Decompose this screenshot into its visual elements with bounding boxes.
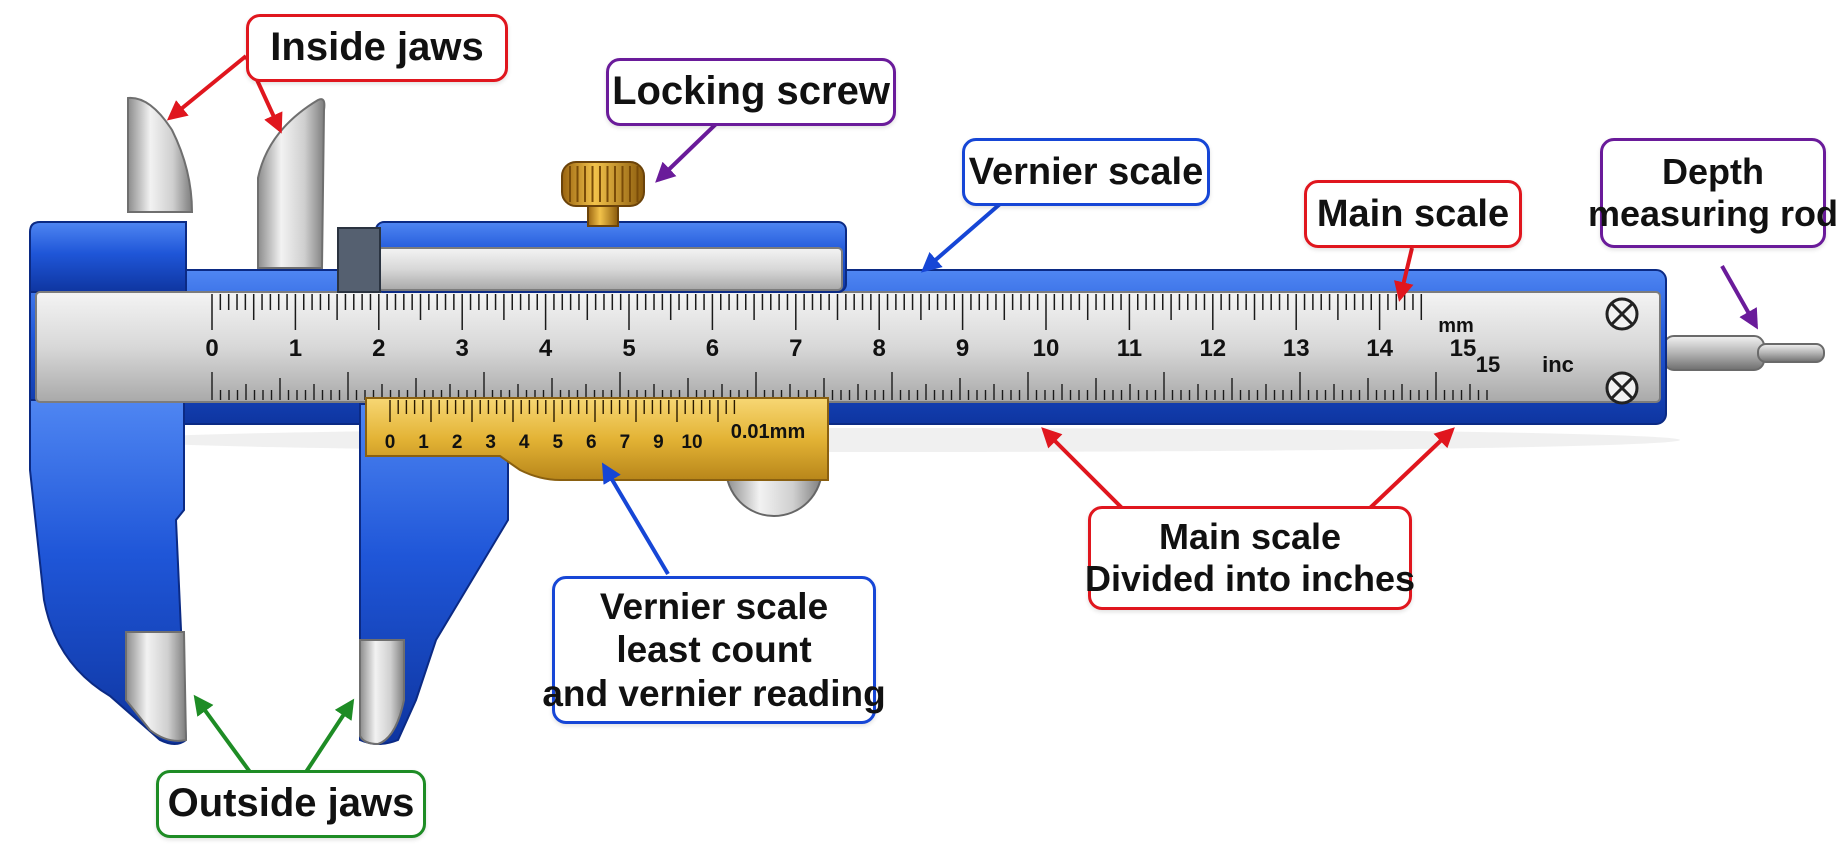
label-line: Locking screw (612, 69, 890, 114)
sliding-outside-jaw-tip (359, 639, 405, 746)
vernier-number: 5 (552, 432, 563, 453)
label-line: Main scale (1316, 192, 1510, 235)
mm-number: 14 (1366, 335, 1393, 362)
label-depth-rod: Depth measuring rod (1588, 138, 1838, 248)
vernier-number: 7 (620, 432, 631, 453)
mm-number: 10 (1033, 335, 1060, 362)
vernier-plate (365, 397, 829, 481)
inch-number: 15 (1476, 352, 1500, 377)
vernier-number: 4 (519, 432, 530, 453)
mm-number: 7 (789, 335, 802, 362)
arrow-vernier-scale (920, 202, 1002, 273)
vernier-unit-label: 0.01mm (731, 421, 806, 443)
inch-unit-label: inc (1542, 352, 1574, 377)
screw-head-icon (1605, 371, 1639, 405)
label-main-scale: Main scale (1304, 180, 1522, 248)
label-line: least count (616, 629, 812, 671)
arrow-main-scale-inches-1 (1041, 427, 1124, 510)
depth-rod-tip (1757, 343, 1825, 363)
mm-number: 0 (205, 335, 218, 362)
label-vernier-least-count: Vernier scale least count and vernier re… (542, 576, 886, 724)
arrow-outside-jaws-2 (304, 698, 355, 774)
vernier-number: 10 (681, 432, 702, 453)
slider-steel-cover (377, 247, 843, 291)
label-line: and vernier reading (542, 672, 886, 714)
vernier-ticks (389, 400, 736, 422)
shadow (120, 428, 1680, 452)
screw-head-icon (1605, 297, 1639, 331)
fixed-jaw-head (29, 221, 187, 293)
arrow-vernier-reading (601, 462, 670, 576)
mm-number: 11 (1117, 335, 1142, 362)
mm-number: 3 (456, 335, 469, 362)
mm-number: 4 (539, 335, 553, 362)
vernier-number: 9 (653, 432, 664, 453)
label-line: Vernier scale (599, 585, 829, 627)
depth-rod (1663, 335, 1765, 371)
mm-number: 8 (873, 335, 886, 362)
vernier-numbers: 0 1 2 3 4 5 6 7 9 10 (385, 432, 703, 453)
mm-number: 6 (706, 335, 719, 362)
label-line: Inside jaws (270, 25, 484, 70)
label-vernier-scale: Vernier scale (962, 138, 1210, 206)
arrow-outside-jaws-1 (193, 694, 252, 774)
vernier-number: 6 (586, 432, 597, 453)
label-line: Divided into inches (1084, 558, 1416, 599)
mm-number: 15 (1450, 335, 1477, 362)
vernier-number: 0 (385, 432, 396, 453)
mm-number: 1 (289, 335, 302, 362)
label-main-scale-inches: Main scale Divided into inches (1084, 506, 1416, 610)
knurled-knob-icon[interactable] (561, 161, 645, 227)
mm-number: 2 (372, 335, 385, 362)
mm-number: 9 (956, 335, 969, 362)
mm-number: 13 (1283, 335, 1310, 362)
arrow-main-scale-inches-2 (1368, 427, 1455, 510)
arrow-main-scale (1394, 247, 1414, 302)
inside-jaw-fixed (127, 96, 194, 213)
mm-number: 5 (622, 335, 635, 362)
inside-jaw-sliding (257, 98, 326, 269)
main-scale-ticks (211, 294, 1423, 330)
arrow-inside-jaws-1 (166, 54, 248, 121)
label-locking-screw: Locking screw (606, 58, 896, 126)
label-line: Depth (1662, 150, 1764, 192)
slider-gap (337, 227, 381, 293)
label-inside-jaws: Inside jaws (246, 14, 508, 82)
label-line: Vernier scale (968, 150, 1204, 193)
vernier-number: 3 (485, 432, 496, 453)
label-line: Outside jaws (167, 781, 415, 826)
mm-unit-label: mm (1438, 315, 1474, 337)
arrow-depth-rod (1720, 265, 1758, 330)
vernier-number: 1 (418, 432, 429, 453)
label-outside-jaws: Outside jaws (156, 770, 426, 838)
mm-number: 12 (1199, 335, 1226, 362)
arrow-locking-screw (655, 122, 718, 183)
label-line: measuring rod (1587, 193, 1839, 234)
vernier-number: 2 (452, 432, 463, 453)
label-line: Main scale (1158, 515, 1342, 557)
fixed-outside-jaw-tip (125, 631, 188, 742)
